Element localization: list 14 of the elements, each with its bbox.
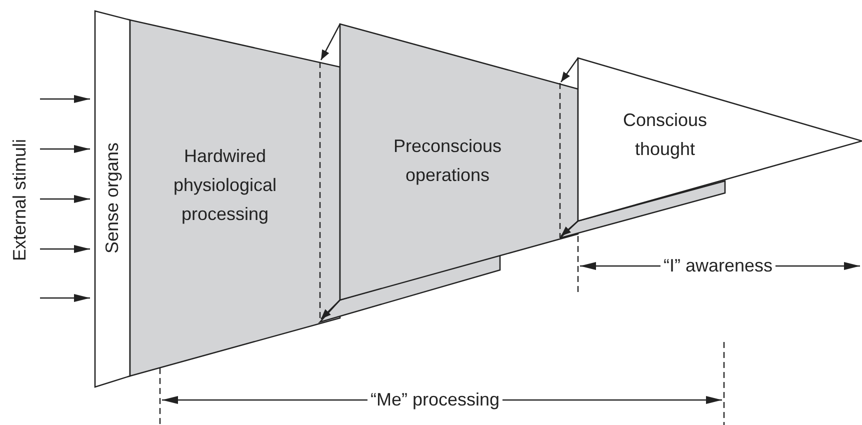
stage-label: Sense organs — [101, 142, 123, 254]
arrow — [40, 95, 90, 103]
arrow — [40, 195, 90, 203]
arrow — [560, 220, 578, 236]
arrow — [40, 245, 90, 253]
arrow — [40, 294, 90, 302]
dimension-label: “Me” processing — [367, 390, 503, 410]
arrow — [320, 300, 340, 320]
stage-label: Preconscious operations — [392, 135, 503, 187]
stage-label: Conscious thought — [622, 109, 708, 161]
arrow — [560, 58, 579, 82]
arrow — [320, 24, 341, 60]
stage-label: Hardwired physiological processing — [172, 145, 278, 226]
arrow — [40, 145, 90, 153]
